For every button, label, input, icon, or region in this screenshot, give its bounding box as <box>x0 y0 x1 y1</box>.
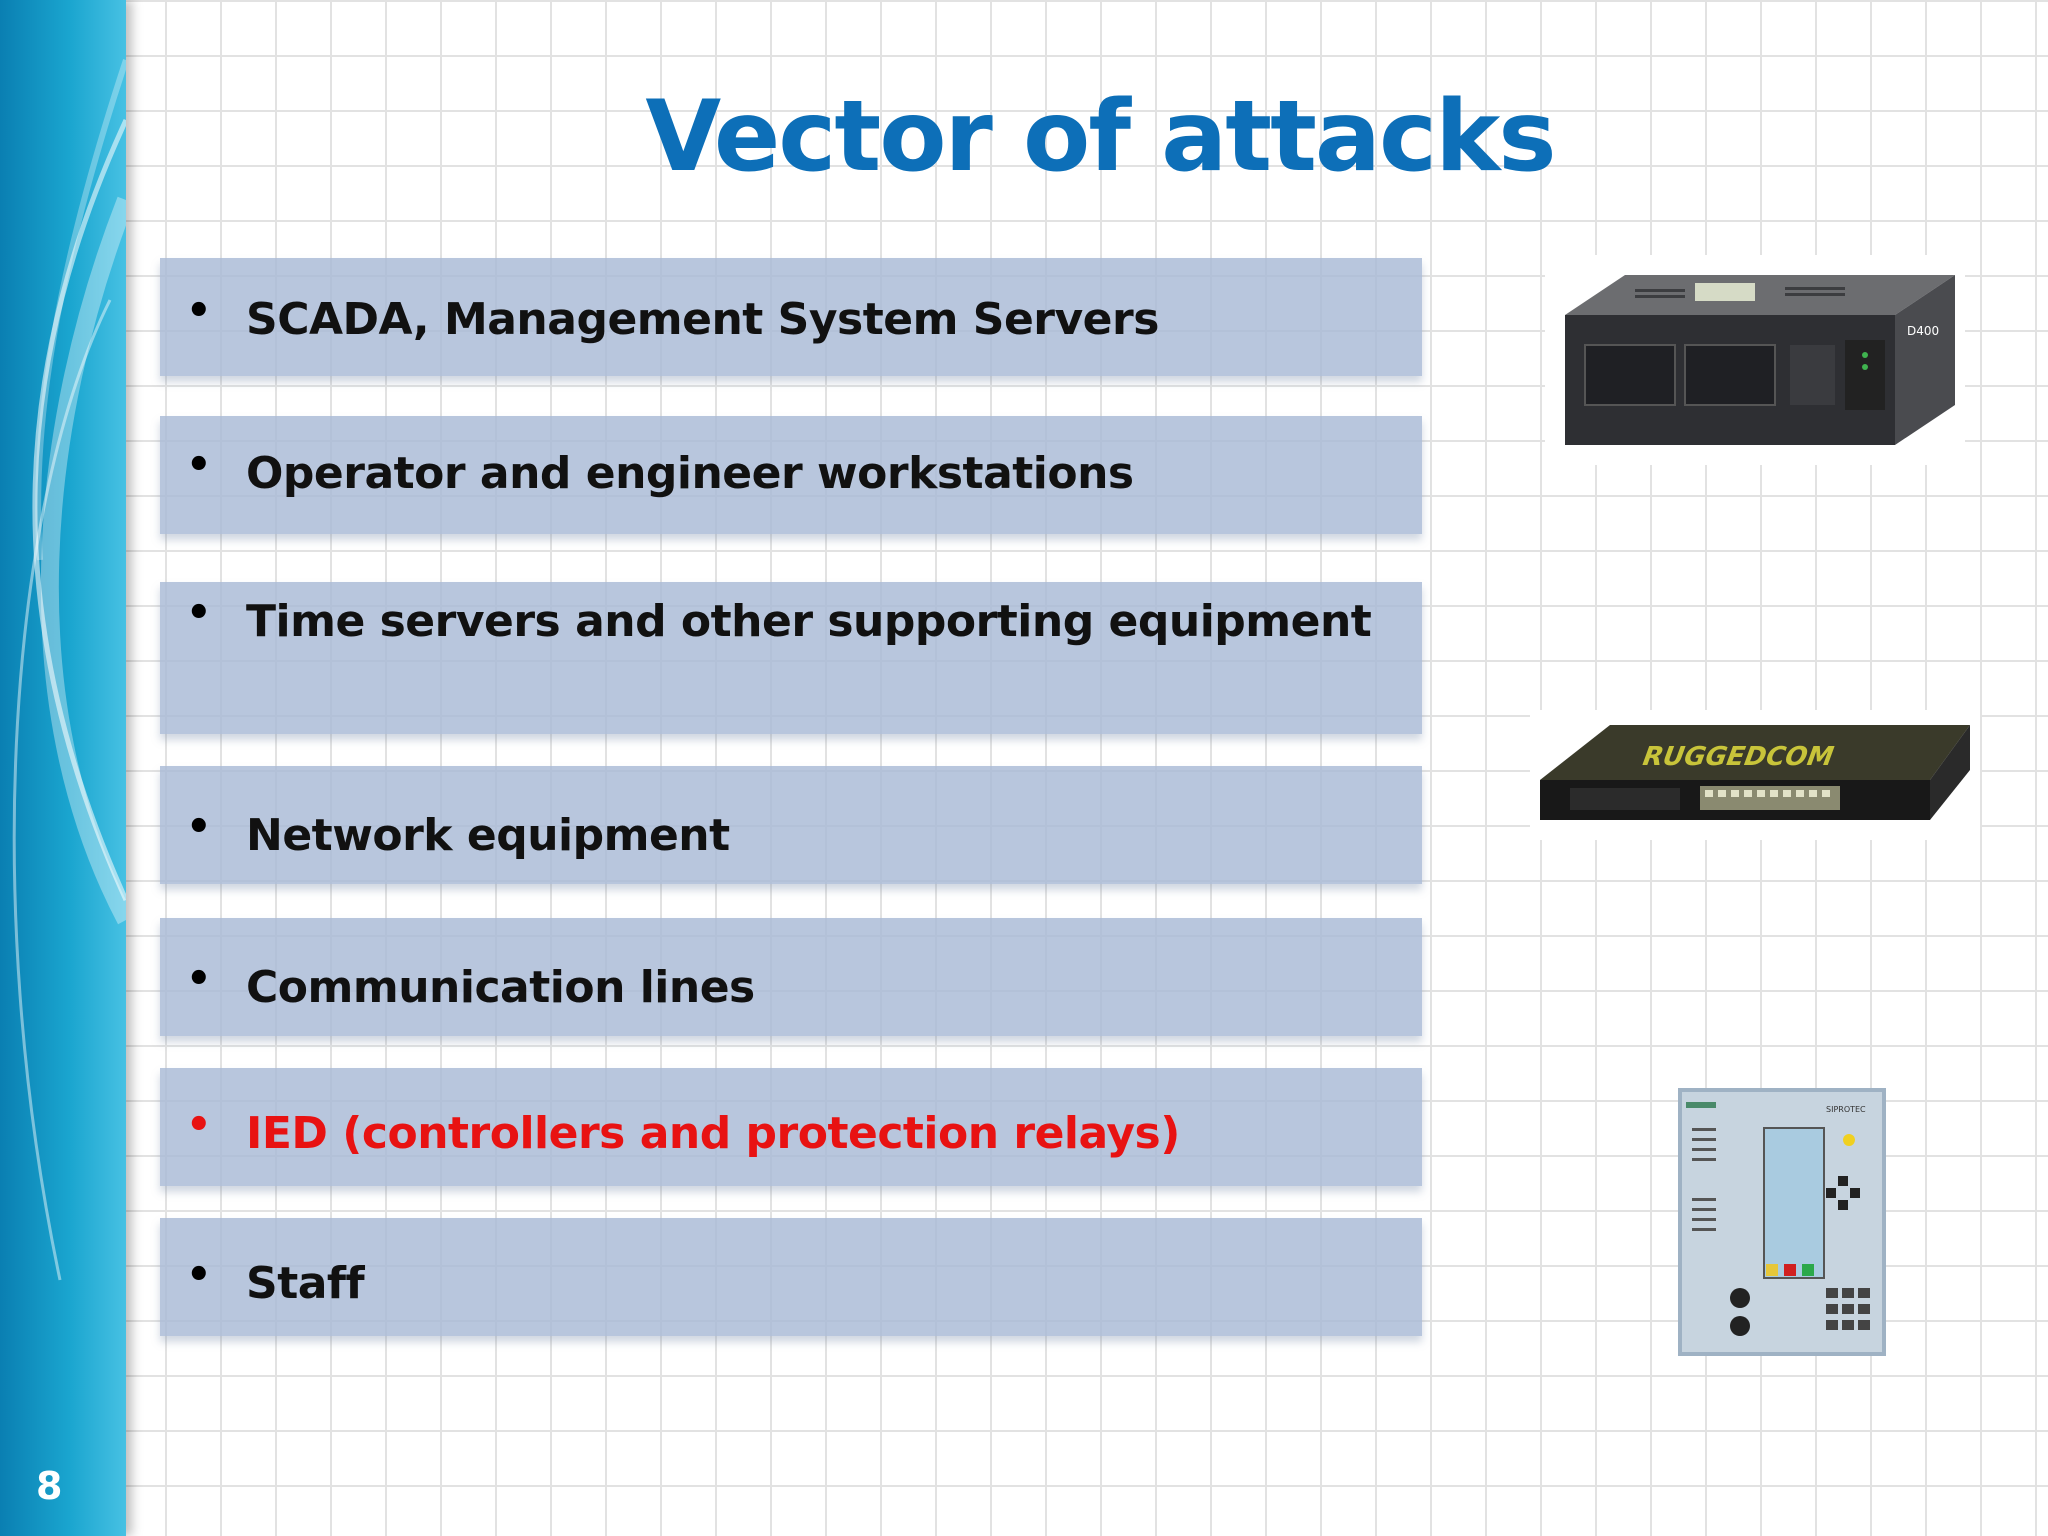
bullet-icon: • <box>186 442 212 488</box>
bullet-box-workstations: • Operator and engineer workstations <box>160 416 1422 534</box>
server-label: D400 <box>1907 324 1939 338</box>
relay-label: SIPROTEC <box>1826 1105 1866 1114</box>
bullet-box-staff: • Staff <box>160 1218 1422 1336</box>
bullet-icon: • <box>186 804 212 850</box>
bullet-text: Staff <box>246 1258 365 1309</box>
bullet-icon: • <box>186 288 212 334</box>
bullet-text: Network equipment <box>246 810 730 861</box>
bullet-icon: • <box>186 1252 212 1298</box>
bullet-box-scada: • SCADA, Management System Servers <box>160 258 1422 376</box>
slide-title: Vector of attacks <box>645 80 1556 194</box>
bullet-icon: • <box>186 956 212 1002</box>
switch-label: RUGGEDCOM <box>1638 742 1839 772</box>
slide-number: 8 <box>36 1464 63 1508</box>
sidebar-decoration: 8 <box>0 0 126 1536</box>
bullet-box-communication: • Communication lines <box>160 918 1422 1036</box>
bullet-text: Communication lines <box>246 962 755 1013</box>
network-switch-image: RUGGEDCOM <box>1530 710 1980 840</box>
bullet-text: Time servers and other supporting equipm… <box>246 596 1372 647</box>
bullet-icon: • <box>186 1102 212 1148</box>
bullet-text: SCADA, Management System Servers <box>246 294 1159 345</box>
server-rack-image: D400 <box>1545 255 1965 465</box>
bullet-text: IED (controllers and protection relays) <box>246 1108 1180 1159</box>
bullet-text: Operator and engineer workstations <box>246 448 1134 499</box>
bullet-box-network: • Network equipment <box>160 766 1422 884</box>
protection-relay-image: SIPROTEC <box>1678 1088 1886 1356</box>
bullet-icon: • <box>186 590 212 636</box>
bullet-box-ied: • IED (controllers and protection relays… <box>160 1068 1422 1186</box>
swirl-decoration <box>12 59 126 1281</box>
bullet-box-time-servers: • Time servers and other supporting equi… <box>160 582 1422 734</box>
